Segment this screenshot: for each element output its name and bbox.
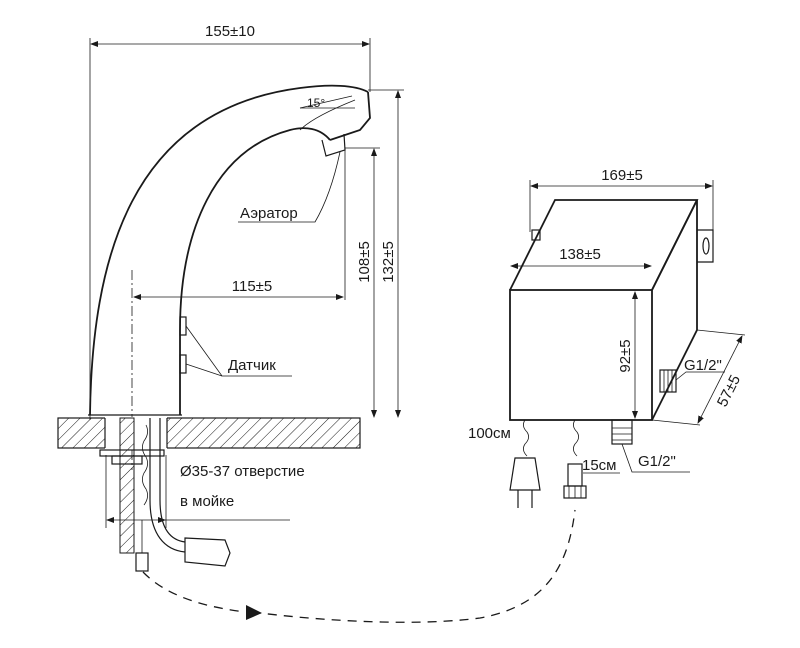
faucet-hose [135, 418, 231, 572]
dim-box-height: 92±5 [617, 339, 634, 372]
label-cable-length: 100см [468, 425, 511, 442]
label-hose-length: 15см [582, 457, 617, 474]
dim-total-height: 132±5 [380, 241, 397, 283]
sink-countertop [57, 417, 361, 450]
power-plug [509, 419, 541, 508]
faucet-body [88, 84, 371, 416]
connection-arrow [246, 605, 262, 620]
label-thread-side: G1/2" [684, 357, 722, 374]
label-hole-line2: в мойке [180, 493, 234, 510]
dim-box-width: 169±5 [601, 167, 643, 184]
dim-spout-angle: 15° [307, 96, 325, 110]
connection-dash-left [142, 571, 246, 613]
dim-spout-height: 108±5 [356, 241, 373, 283]
sensor-connector [563, 419, 587, 499]
dim-faucet-width: 155±10 [205, 23, 255, 40]
label-sensor: Датчик [228, 357, 276, 374]
dim-box-front-width: 138±5 [559, 246, 601, 263]
dim-reach: 115±5 [232, 278, 273, 295]
dim-box-depth: 57±5 [714, 372, 744, 409]
label-thread-bottom: G1/2" [638, 453, 676, 470]
label-hole-line1: Ø35-37 отверстие [180, 463, 305, 480]
control-box [509, 199, 714, 445]
connection-dash-right [251, 509, 576, 623]
label-aerator: Аэратор [240, 205, 298, 222]
